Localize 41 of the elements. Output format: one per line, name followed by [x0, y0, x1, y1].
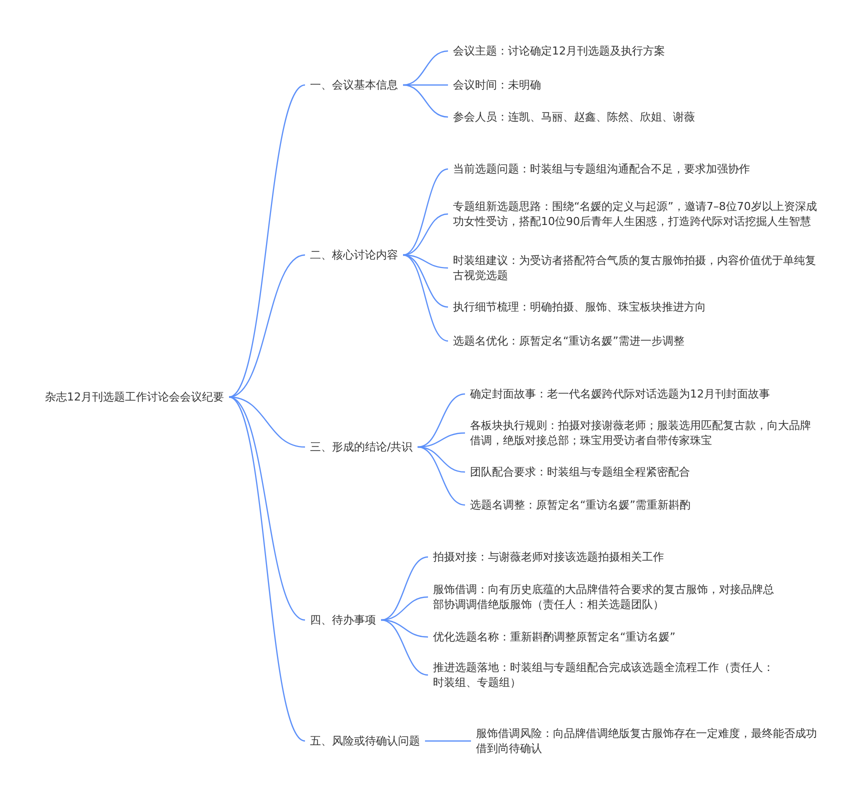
topic-text: 服饰借调风险：向品牌借调绝版复古服饰存在一定难度，最终能否成功借到尚待确认 — [476, 726, 818, 756]
connector-line — [380, 596, 428, 621]
connector-line — [402, 84, 448, 118]
connector-line — [228, 396, 306, 621]
topic-text: 确定封面故事：老一代名媛跨代际对话选题为12月刊封面故事 — [470, 386, 770, 402]
topic-text: 一、会议基本信息 — [310, 78, 398, 92]
connector-line — [380, 619, 428, 676]
topic-text: 五、风险或待确认问题 — [310, 734, 420, 748]
connector-line — [228, 84, 306, 398]
topic-text: 四、待办事项 — [310, 612, 376, 628]
topic-text: 服饰借调：向有历史底蕴的大品牌借符合要求的复古服饰，对接品牌总部协调调借绝版服饰（责任人：相关选题团队） — [433, 582, 775, 612]
topic-text: 二、核心讨论内容 — [310, 248, 398, 262]
topic-text: 三、形成的结论/共识 — [310, 440, 413, 454]
connector-line — [418, 393, 466, 448]
topic-text: 会议时间：未明确 — [453, 78, 541, 92]
topic-text: 专题组新选题思路：围绕“名媛的定义与起源”，邀请7–8位70岁以上资深成功女性受访，搭配10位90后青年人生困惑，打造跨代际对话挖掘人生智慧 — [453, 199, 817, 229]
connector-line — [402, 213, 448, 256]
topic-text: 杂志12月刊选题工作讨论会会议纪要 — [45, 390, 224, 404]
topic-text: 推进选题落地：时装组与专题组配合完成该选题全流程工作（责任人：时装组、专题组） — [433, 660, 775, 690]
connector-line — [402, 254, 448, 342]
connector-line — [418, 446, 466, 506]
topic-text: 各板块执行规则：拍摄对接谢薇老师；服装选用匹配复古款，向大品牌借调，绝版对接总部；珠宝用受访者自带传家珠宝 — [470, 418, 812, 448]
connector-line — [402, 50, 448, 86]
topic-text: 执行细节梳理：明确拍摄、服饰、珠宝板块推进方向 — [453, 300, 706, 314]
connector-line — [228, 396, 306, 742]
topic-text: 团队配合要求：时装组与专题组全程紧密配合 — [470, 464, 690, 480]
connector-line — [425, 740, 471, 742]
topic-text: 当前选题问题：时装组与专题组沟通配合不足，要求加强协作 — [453, 162, 750, 176]
connector-line — [380, 556, 428, 621]
topic-text: 参会人员：连凯、马丽、赵鑫、陈然、欣姐、谢薇 — [453, 110, 695, 124]
connector-line — [228, 254, 306, 398]
topic-text: 时装组建议：为受访者搭配符合气质的复古服饰拍摄，内容价值优于单纯复古视觉选题 — [453, 253, 817, 283]
topic-text: 选题名优化：原暂定名“重访名媛”需进一步调整 — [453, 334, 684, 348]
topic-text: 拍摄对接：与谢薇老师对接该选题拍摄相关工作 — [433, 550, 664, 564]
connector-line — [402, 254, 448, 308]
topic-text: 优化选题名称：重新斟酌调整原暂定名“重访名媛” — [433, 630, 676, 644]
topic-text: 选题名调整：原暂定名“重访名媛”需重新斟酌 — [470, 498, 690, 512]
connector-line — [228, 396, 306, 448]
connector-line — [418, 446, 466, 473]
topic-text: 会议主题：讨论确定12月刊选题及执行方案 — [453, 44, 665, 58]
connector-line — [402, 168, 448, 256]
